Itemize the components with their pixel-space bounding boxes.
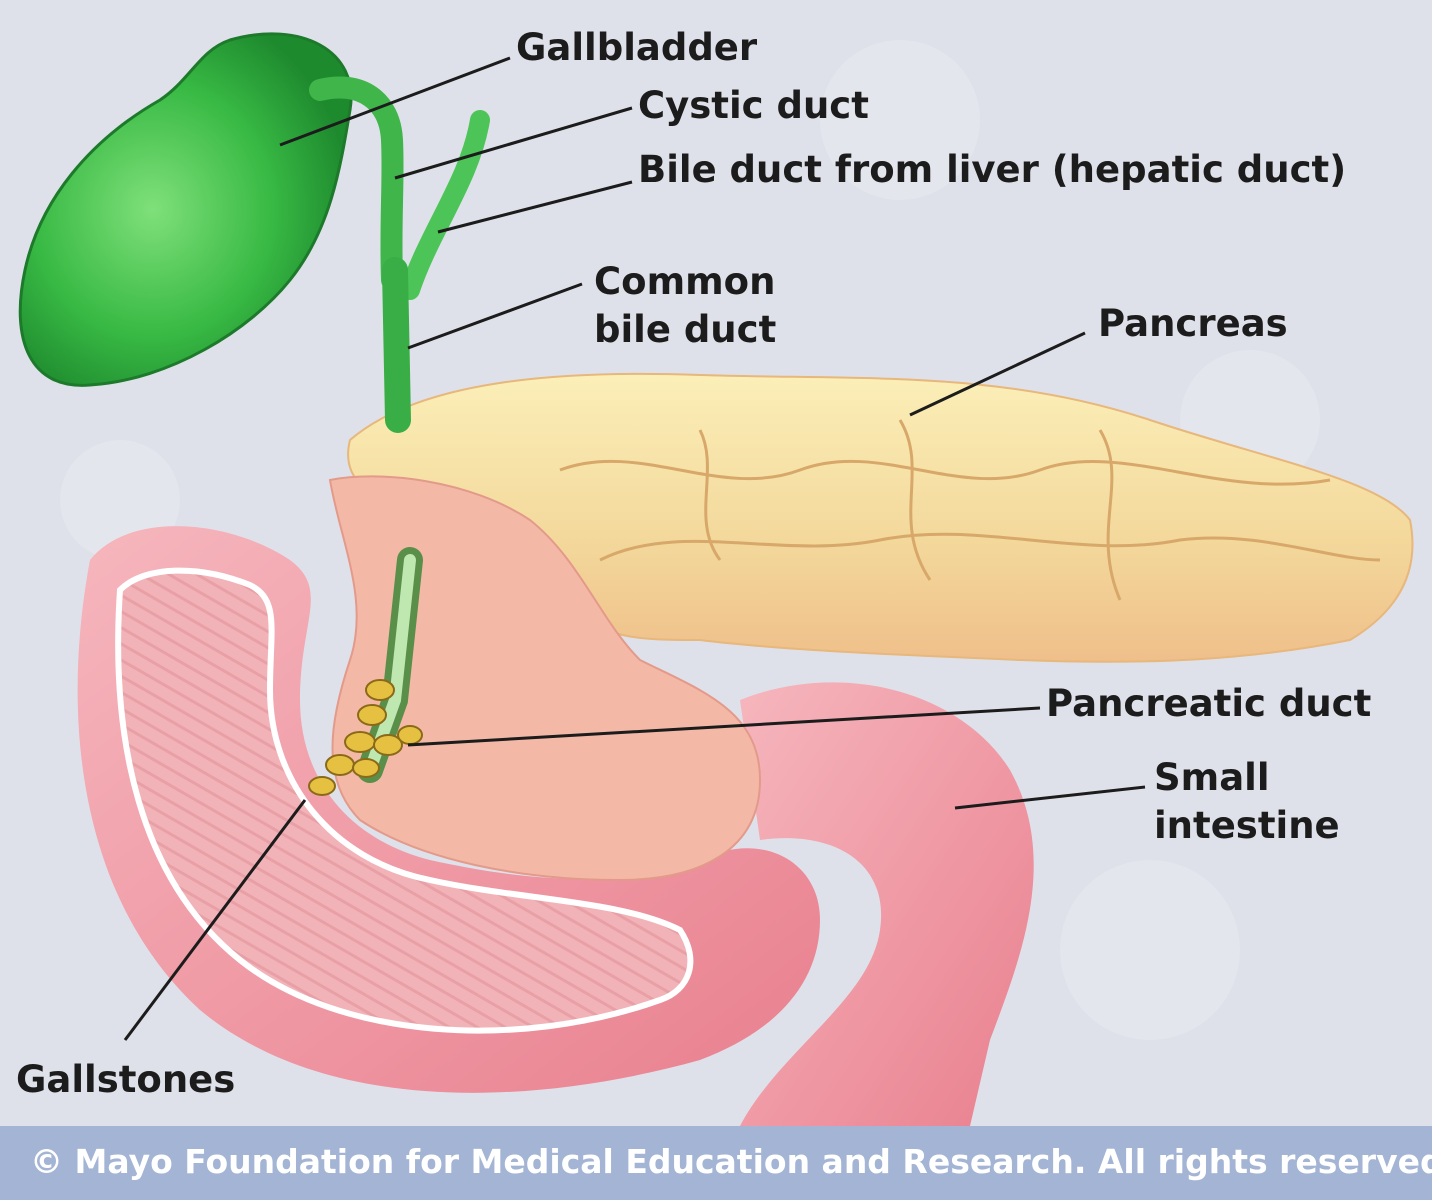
leader-gallbladder bbox=[279, 56, 511, 147]
leader-gallstones bbox=[123, 799, 307, 1041]
label-pancreas: Pancreas bbox=[1098, 302, 1288, 345]
label-gallbladder: Gallbladder bbox=[516, 26, 758, 69]
pancreas-vessels bbox=[559, 419, 1381, 601]
leader-common-bile-duct bbox=[407, 282, 583, 350]
leader-pancreatic-duct bbox=[407, 706, 1041, 747]
label-pancreatic-duct: Pancreatic duct bbox=[1046, 682, 1372, 725]
label-cystic-duct: Cystic duct bbox=[638, 84, 869, 127]
label-hepatic-duct: Bile duct from liver (hepatic duct) bbox=[638, 148, 1347, 191]
common-bile-duct bbox=[382, 257, 411, 433]
leader-cystic-duct bbox=[394, 106, 633, 180]
label-small-intestine-line1: Small bbox=[1154, 756, 1270, 799]
label-common-bile-duct-line2: bile duct bbox=[594, 308, 777, 351]
leader-lines bbox=[123, 56, 1146, 1041]
small-intestine bbox=[740, 682, 1034, 1126]
duodenum-interior bbox=[115, 567, 694, 1034]
copyright-bar: © Mayo Foundation for Medical Education … bbox=[0, 1126, 1432, 1200]
label-common-bile-duct: Common bile duct bbox=[594, 258, 776, 354]
label-gallstones: Gallstones bbox=[16, 1058, 236, 1101]
pancreas-head bbox=[328, 475, 762, 882]
gallstones bbox=[308, 679, 423, 796]
hepatic-duct bbox=[400, 110, 490, 300]
copyright-text: © Mayo Foundation for Medical Education … bbox=[30, 1142, 1432, 1181]
leader-small-intestine bbox=[954, 785, 1146, 810]
label-small-intestine-line2: intestine bbox=[1154, 804, 1340, 847]
label-common-bile-duct-line1: Common bbox=[594, 260, 776, 303]
leader-hepatic-duct bbox=[437, 180, 633, 234]
gallbladder bbox=[18, 32, 353, 387]
label-small-intestine: Small intestine bbox=[1154, 754, 1340, 850]
leader-pancreas bbox=[909, 331, 1086, 417]
cystic-duct bbox=[309, 76, 404, 291]
